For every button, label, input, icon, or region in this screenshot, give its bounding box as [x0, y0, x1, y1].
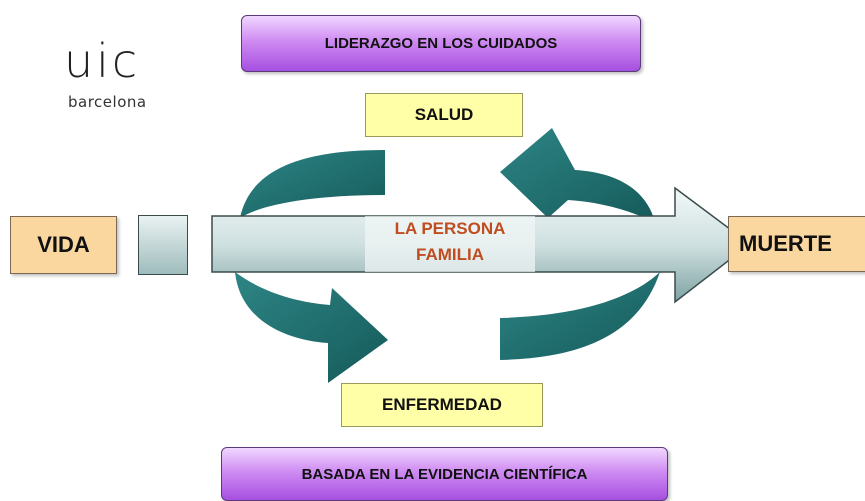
arc-upper-right: [500, 128, 655, 222]
arc-lower-right: [500, 272, 660, 360]
center-label-familia: FAMILIA: [416, 245, 484, 264]
top-banner-text: LIDERAZGO EN LOS CUIDADOS: [324, 35, 558, 52]
top-banner: LIDERAZGO EN LOS CUIDADOS: [241, 15, 641, 72]
center-label-persona: LA PERSONA: [394, 219, 506, 238]
uic-logo: uic: [64, 34, 141, 88]
label-salud-text: SALUD: [414, 105, 474, 124]
label-enfermedad-text: ENFERMEDAD: [382, 395, 502, 414]
bottom-banner: BASADA EN LA EVIDENCIA CIENTÍFICA: [221, 447, 668, 501]
center-panel: [365, 216, 535, 272]
box-muerte: MUERTE: [728, 216, 865, 272]
arc-upper-left: [240, 150, 385, 218]
arc-lower-left: [235, 272, 388, 383]
logo-subtitle: barcelona: [68, 93, 147, 111]
bottom-banner-text: BASADA EN LA EVIDENCIA CIENTÍFICA: [301, 465, 588, 483]
label-salud: SALUD: [365, 93, 523, 137]
box-vida: VIDA: [10, 216, 117, 274]
box-vida-text: VIDA: [37, 232, 90, 257]
small-square: [138, 215, 188, 275]
box-muerte-text: MUERTE: [739, 231, 832, 256]
center-label: LA PERSONA FAMILIA: [365, 216, 535, 272]
label-enfermedad: ENFERMEDAD: [341, 383, 543, 427]
